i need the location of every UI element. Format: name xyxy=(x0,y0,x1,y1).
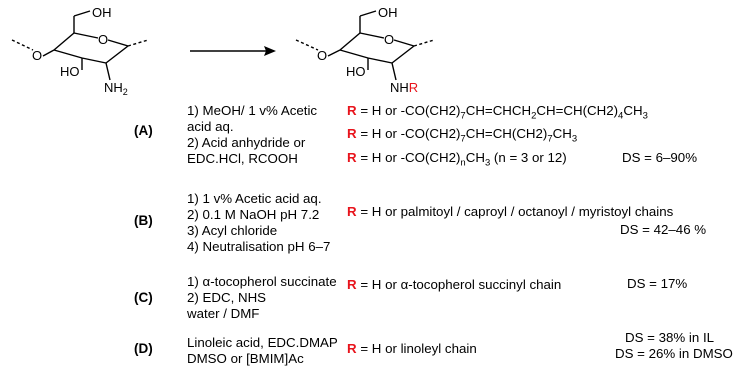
product-nh-label: NH xyxy=(390,80,409,95)
r-symbol: R xyxy=(347,150,357,165)
reactant-nh2-label: NH xyxy=(104,80,123,95)
route-d-ds-1: DS = 38% in IL xyxy=(625,330,715,345)
route-a-condition-1: 1) MeOH/ 1 v% Acetic xyxy=(187,103,318,118)
route-d-substituent-1: R = H or linoleyl chain xyxy=(347,341,477,357)
route-b-condition-2: 2) 0.1 M NaOH pH 7.2 xyxy=(187,207,320,222)
reactant-o-ring: O xyxy=(98,32,108,47)
route-b-condition-1: 1) 1 v% Acetic acid aq. xyxy=(187,191,322,206)
route-b-label: (B) xyxy=(134,213,153,228)
route-b-condition-3: 3) Acyl chloride xyxy=(187,223,278,238)
product-nh: NHR xyxy=(390,80,418,95)
substituent-text: = H or linoleyl chain xyxy=(360,341,477,356)
route-a-substituent-3: R = H or -CO(CH2)nCH3 (n = 3 or 12) xyxy=(347,150,567,169)
r-symbol: R xyxy=(347,277,357,292)
r-symbol: R xyxy=(347,126,357,141)
substituent-text: = H or -CO(CH2)nCH3 (n = 3 or 12) xyxy=(360,150,567,169)
reactant-o-link: O xyxy=(32,48,42,63)
route-c-condition-2: 2) EDC, NHS xyxy=(187,290,267,305)
product-o-ring: O xyxy=(384,32,394,47)
product-oh-top: OH xyxy=(378,5,398,20)
substituent-text: = H or palmitoyl / caproyl / octanoyl / … xyxy=(360,204,674,219)
substituent-text: = H or -CO(CH2)7CH=CH(CH2)7CH3 xyxy=(360,126,578,145)
route-b-condition-4: 4) Neutralisation pH 6–7 xyxy=(187,239,331,254)
substituent-text: = H or -CO(CH2)7CH=CHCH2CH=CH(CH2)4CH3 xyxy=(360,103,648,122)
route-d-label: (D) xyxy=(134,341,153,356)
route-a-substituent-2: R = H or -CO(CH2)7CH=CH(CH2)7CH3 xyxy=(347,126,578,145)
route-c-label: (C) xyxy=(134,290,153,305)
route-a-condition-2: acid aq. xyxy=(187,119,234,134)
route-d-condition-1: Linoleic acid, EDC.DMAP xyxy=(187,335,338,350)
route-a-label: (A) xyxy=(134,123,153,138)
reactant-nh2: NH2 xyxy=(104,80,128,97)
reactant-structure xyxy=(11,10,149,81)
route-a-condition-4: EDC.HCl, RCOOH xyxy=(187,151,298,166)
route-d-condition-2: DMSO or [BMIM]Ac xyxy=(187,351,304,366)
route-a-condition-3: 2) Acid anhydride or xyxy=(187,135,306,150)
reactant-oh-top: OH xyxy=(92,5,112,20)
route-c-ds: DS = 17% xyxy=(627,276,688,291)
route-a-substituent-1: R = H or -CO(CH2)7CH=CHCH2CH=CH(CH2)4CH3 xyxy=(347,103,648,122)
r-symbol: R xyxy=(347,204,357,219)
product-r-label: R xyxy=(409,80,418,95)
r-symbol: R xyxy=(347,341,357,356)
route-c-substituent-1: R = H or α-tocopherol succinyl chain xyxy=(347,277,561,293)
r-symbol: R xyxy=(347,103,357,118)
reaction-arrow xyxy=(190,46,276,56)
reactant-nh2-subscript: 2 xyxy=(123,87,128,97)
route-c-condition-3: water / DMF xyxy=(187,306,260,321)
route-d-ds-2: DS = 26% in DMSO xyxy=(615,346,733,361)
route-b-ds: DS = 42–46 % xyxy=(620,222,707,237)
product-o-link: O xyxy=(317,48,327,63)
route-a-ds: DS = 6–90% xyxy=(622,150,698,165)
product-structure xyxy=(295,10,435,81)
product-ho: HO xyxy=(346,64,366,79)
substituent-text: = H or α-tocopherol succinyl chain xyxy=(360,277,562,292)
route-b-substituent-1: R = H or palmitoyl / caproyl / octanoyl … xyxy=(347,204,673,220)
reactant-ho: HO xyxy=(60,64,80,79)
route-c-condition-1: 1) α-tocopherol succinate xyxy=(187,274,337,289)
